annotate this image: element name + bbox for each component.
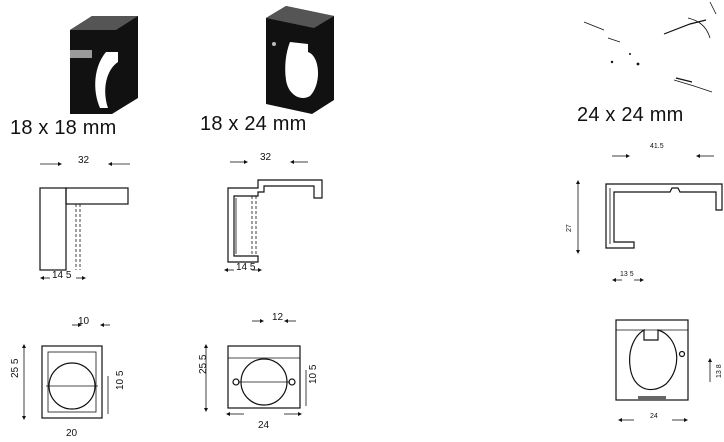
size-label: 18 x 18 mm bbox=[10, 117, 117, 139]
clip-photo-24x24 bbox=[583, 1, 717, 93]
variant-24x24: 24 x 24 mm 41.5 27 13 5 bbox=[560, 0, 724, 442]
variant-18x18: 18 x 18 mm 32 14 5 bbox=[0, 0, 180, 442]
size-label: 24 x 24 mm bbox=[577, 104, 684, 126]
side-depth-dim: 14 5 bbox=[236, 262, 256, 273]
clip-photo-18x24 bbox=[266, 6, 334, 114]
front-top-dim: 10 bbox=[78, 316, 90, 327]
front-right-dim: 10 5 bbox=[308, 364, 319, 384]
front-right-dim: 13 8 bbox=[716, 364, 723, 378]
front-view-drawing bbox=[204, 319, 307, 416]
side-width-dim: 32 bbox=[78, 155, 90, 166]
front-view-drawing bbox=[615, 319, 712, 422]
side-width-dim: 32 bbox=[260, 152, 272, 163]
clip-photo-18x18 bbox=[70, 16, 138, 114]
side-depth-dim: 13 5 bbox=[620, 271, 634, 278]
side-width-dim: 41.5 bbox=[650, 143, 664, 150]
side-view-drawing bbox=[224, 160, 323, 272]
front-height-dim: 25 5 bbox=[10, 358, 21, 378]
front-right-dim: 10 5 bbox=[115, 370, 126, 390]
front-top-dim: 12 bbox=[272, 312, 284, 323]
variant-18x24: 18 x 24 mm 32 14 5 bbox=[180, 0, 370, 442]
side-depth-dim: 14 5 bbox=[52, 270, 72, 281]
front-bottom-dim: 24 bbox=[258, 420, 270, 431]
size-label: 18 x 24 mm bbox=[200, 113, 307, 135]
front-height-dim: 25 5 bbox=[198, 354, 209, 374]
front-bottom-dim: 24 bbox=[650, 413, 658, 420]
side-view-drawing bbox=[39, 162, 130, 280]
front-view-drawing bbox=[22, 323, 110, 420]
front-bottom-dim: 20 bbox=[66, 428, 78, 439]
side-view-drawing bbox=[576, 154, 723, 282]
side-height-dim: 27 bbox=[566, 224, 573, 232]
